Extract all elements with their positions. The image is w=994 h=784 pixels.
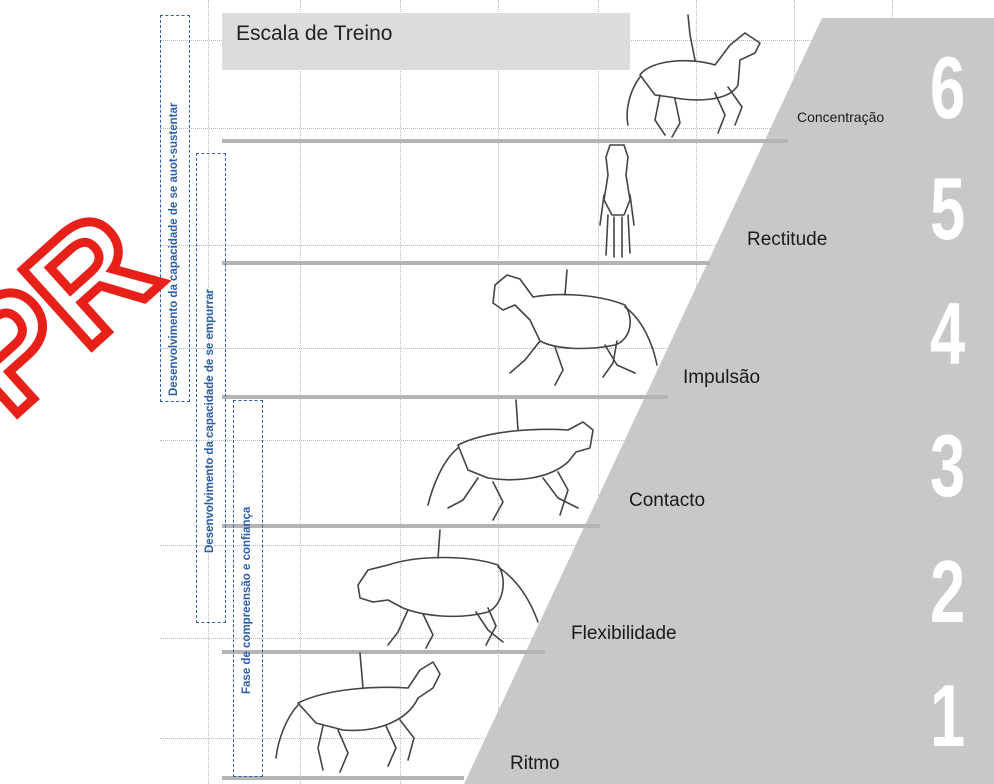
phase-bracket-familiarisation: [233, 400, 263, 777]
grid-line: [160, 128, 994, 129]
step-number-3: 3: [930, 416, 966, 515]
band-separators: [222, 139, 788, 780]
staircase-shape: [464, 18, 994, 784]
grid-line: [498, 0, 499, 784]
step-label-impulsao: Impulsão: [683, 367, 761, 388]
phase-bracket-self-carriage: [160, 15, 190, 402]
horse-sketch-concentration: [626, 14, 761, 138]
step-number-6: 6: [930, 38, 966, 137]
step-number-5: 5: [930, 159, 966, 258]
step-label-contacto: Contacto: [629, 490, 706, 511]
grid-line: [300, 0, 301, 784]
horse-sketch-straightness: [599, 144, 635, 258]
horse-sketch-suppleness: [357, 529, 539, 649]
step-label-ritmo: Ritmo: [510, 753, 560, 774]
watermark-text: PR: [0, 180, 186, 444]
step-number-1: 1: [930, 666, 966, 765]
step-number-2: 2: [930, 542, 966, 641]
horse-sketch-contact: [427, 399, 594, 521]
diagram-title: Escala de Treino: [236, 22, 393, 45]
title-bar: [222, 13, 630, 70]
phase-bracket-propulsion: [196, 153, 226, 623]
step-label-flexibilidade: Flexibilidade: [571, 623, 677, 644]
grid-line: [160, 245, 994, 246]
horse-sketch-impulsion: [492, 269, 658, 386]
horse-sketch-rhythm: [275, 652, 441, 773]
grid-line: [400, 0, 401, 784]
grid-line: [208, 0, 209, 784]
grid-line: [160, 440, 994, 441]
grid-line: [598, 0, 599, 784]
step-label-concentracao: Concentração: [797, 109, 885, 125]
step-number-4: 4: [930, 284, 966, 383]
step-label-rectitude: Rectitude: [747, 229, 828, 250]
